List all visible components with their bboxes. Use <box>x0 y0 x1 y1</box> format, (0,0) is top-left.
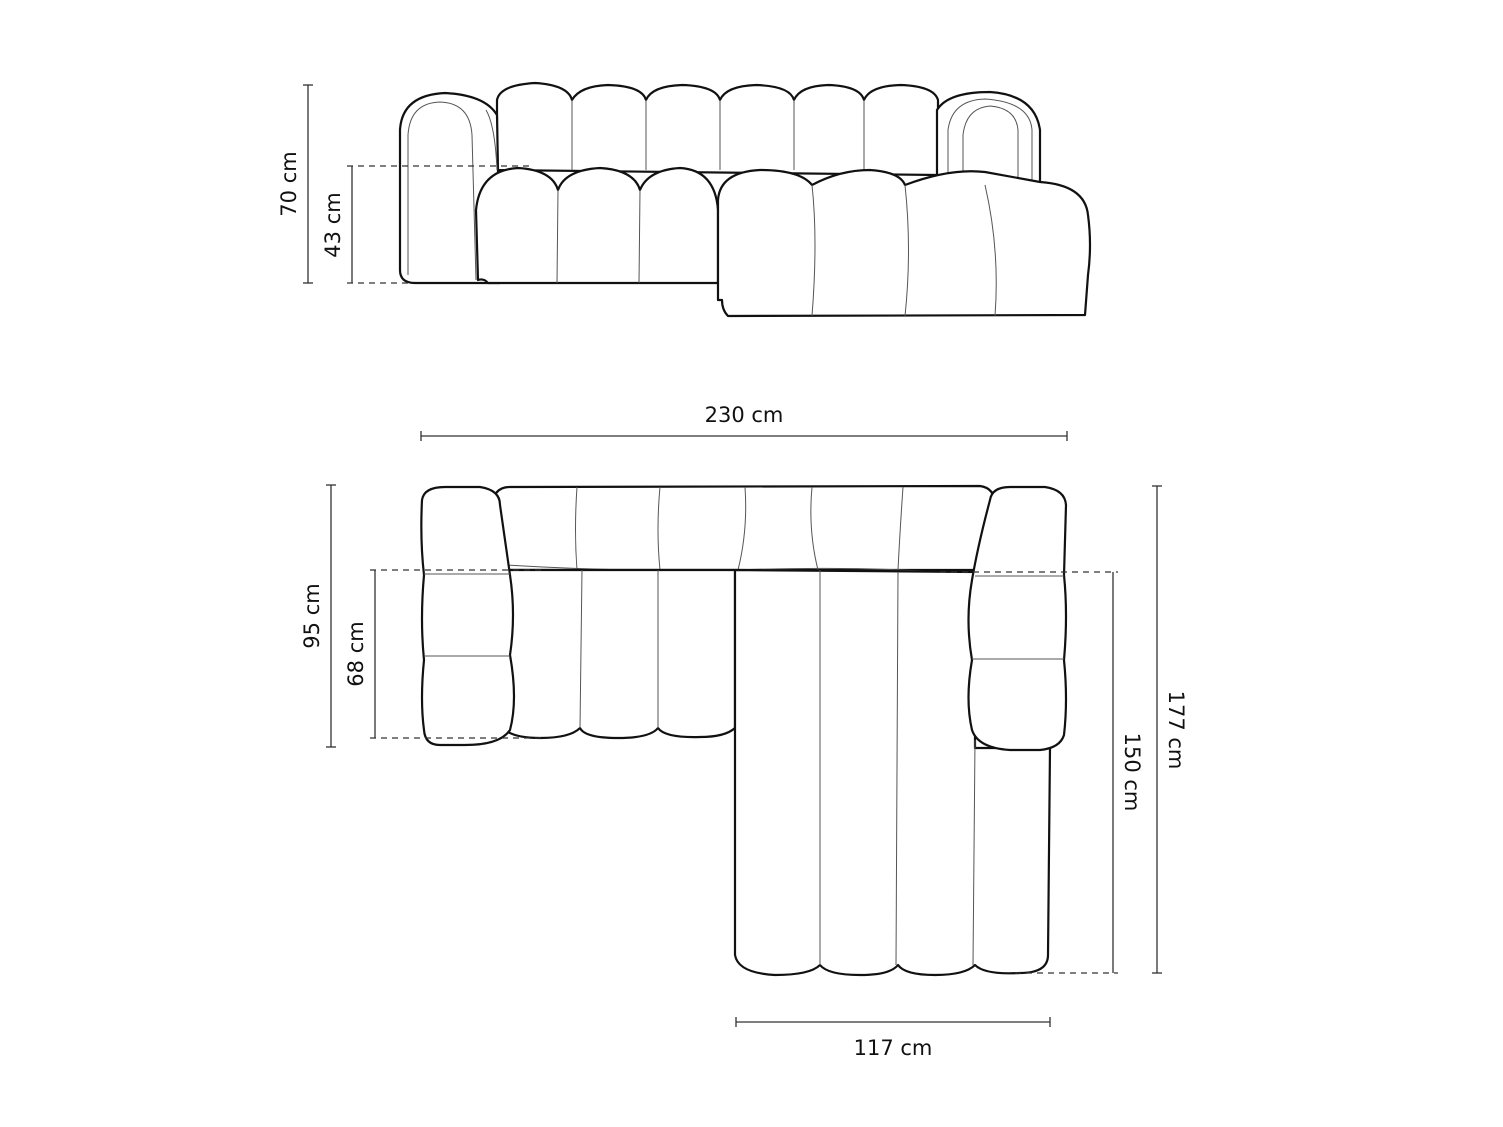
chaise-width-label: 117 cm <box>854 1036 933 1060</box>
top-view <box>420 484 1068 977</box>
right-arm-top <box>967 485 1068 752</box>
chaise-seat-length-label: 150 cm <box>1120 733 1144 812</box>
height-dimension: 70 cm <box>277 84 313 284</box>
depth-label: 95 cm <box>300 583 324 648</box>
seat-depth-dimension: 68 cm <box>344 569 545 739</box>
chaise-total-length-label: 177 cm <box>1164 691 1188 770</box>
back-row <box>490 484 997 572</box>
chaise-seat <box>716 168 1092 318</box>
seat-height-label: 43 cm <box>321 192 345 257</box>
seat-height-dimension: 43 cm <box>321 165 530 284</box>
left-seat-top <box>503 568 737 740</box>
height-label: 70 cm <box>277 151 301 216</box>
left-arm-top <box>420 485 516 747</box>
width-label: 230 cm <box>705 403 784 427</box>
seat-depth-label: 68 cm <box>344 621 368 686</box>
chaise-total-length-dimension: 177 cm <box>1152 485 1188 974</box>
chaise-seat-length-dimension: 150 cm <box>940 571 1144 974</box>
left-seat <box>474 166 720 285</box>
chaise-width-dimension: 117 cm <box>735 1017 1051 1060</box>
depth-dimension: 95 cm <box>300 484 336 748</box>
width-dimension: 230 cm <box>420 403 1068 441</box>
back-cushions <box>495 81 940 177</box>
front-view <box>398 81 1092 318</box>
